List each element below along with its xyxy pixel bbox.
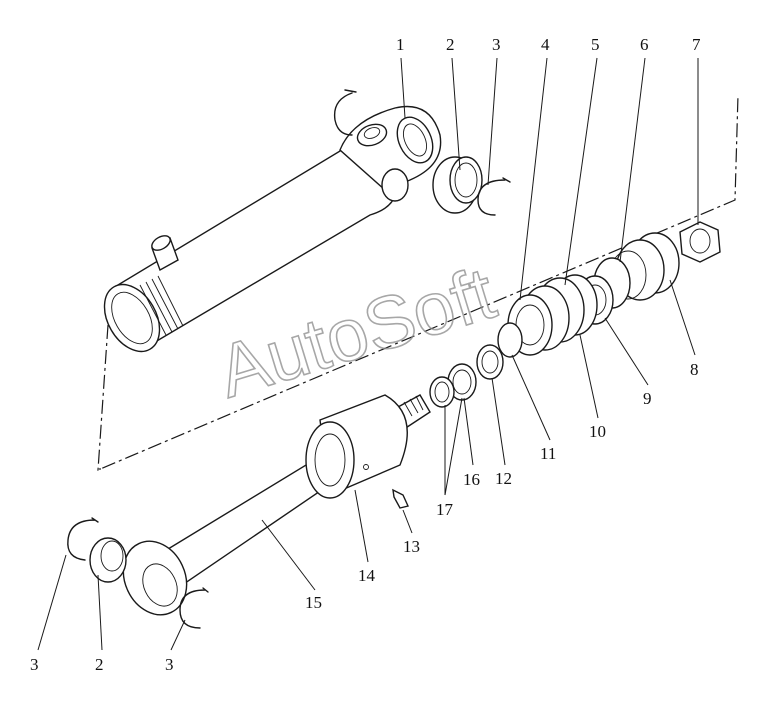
label-part-2-bottom: 2 bbox=[95, 655, 104, 674]
label-part-16: 16 bbox=[463, 470, 480, 489]
label-part-13: 13 bbox=[403, 537, 420, 556]
label-part-3-bottom-left: 3 bbox=[30, 655, 39, 674]
bushing-top bbox=[432, 156, 483, 214]
label-part-11: 11 bbox=[540, 444, 556, 463]
label-part-3: 3 bbox=[492, 35, 501, 54]
label-part-17: 17 bbox=[436, 500, 454, 519]
circlip-top bbox=[477, 177, 511, 216]
leader-lines bbox=[37, 57, 699, 651]
label-part-7: 7 bbox=[692, 35, 701, 54]
part-labels: 1 2 3 4 5 6 7 8 9 10 11 12 13 14 15 16 1… bbox=[30, 35, 701, 674]
label-part-9: 9 bbox=[643, 389, 652, 408]
label-part-1: 1 bbox=[396, 35, 405, 54]
label-part-10: 10 bbox=[589, 422, 606, 441]
label-part-15: 15 bbox=[305, 593, 322, 612]
label-part-4: 4 bbox=[541, 35, 550, 54]
label-part-14: 14 bbox=[358, 566, 376, 585]
label-part-8: 8 bbox=[690, 360, 699, 379]
gland-part-14 bbox=[305, 394, 409, 509]
label-part-3-bottom-right: 3 bbox=[165, 655, 174, 674]
cylinder-barrel bbox=[103, 89, 442, 353]
piston-stack bbox=[429, 221, 721, 408]
label-part-2: 2 bbox=[446, 35, 455, 54]
assembly-guide-line bbox=[97, 94, 739, 471]
label-part-5: 5 bbox=[591, 35, 600, 54]
label-part-12: 12 bbox=[495, 469, 512, 488]
label-part-6: 6 bbox=[640, 35, 649, 54]
